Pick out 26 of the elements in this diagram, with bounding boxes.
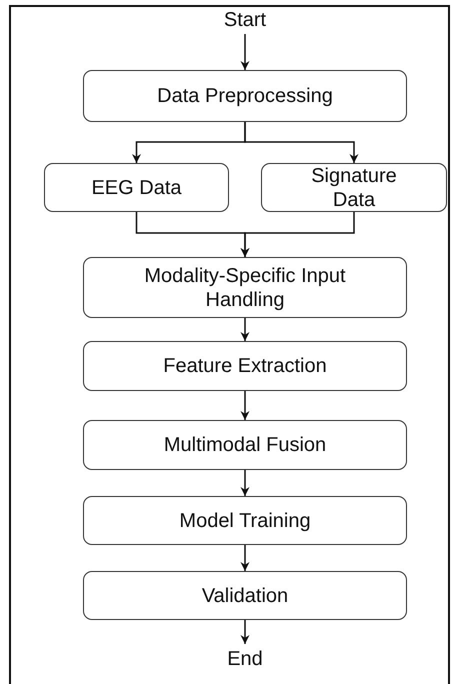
- arrow: [244, 122, 358, 163]
- box-label: EEG Data: [91, 176, 182, 200]
- process-box: [83, 571, 407, 620]
- box-label: Modality-Specific Input Handling: [143, 264, 347, 312]
- arrow: [240, 620, 250, 644]
- arrow: [240, 470, 250, 496]
- process-box: [83, 257, 407, 318]
- box-label: Feature Extraction: [163, 354, 327, 378]
- arrow: [240, 545, 250, 571]
- box-label: Signature Data: [310, 164, 398, 212]
- box-label: Validation: [202, 584, 288, 608]
- box-label: Multimodal Fusion: [164, 433, 326, 457]
- process-box: [83, 420, 407, 470]
- process-box: [83, 496, 407, 545]
- box-label: Model Training: [179, 508, 311, 532]
- process-box: [44, 163, 229, 212]
- arrow: [240, 34, 250, 70]
- arrow: [240, 318, 250, 341]
- box-label: Data Preprocessing: [157, 84, 333, 108]
- process-box: [83, 341, 407, 391]
- process-box: [83, 70, 407, 122]
- terminal-label: Start: [205, 6, 285, 34]
- terminal-label: End: [210, 644, 280, 674]
- process-box: [261, 163, 447, 212]
- arrow: [240, 391, 250, 420]
- arrow: [240, 212, 355, 257]
